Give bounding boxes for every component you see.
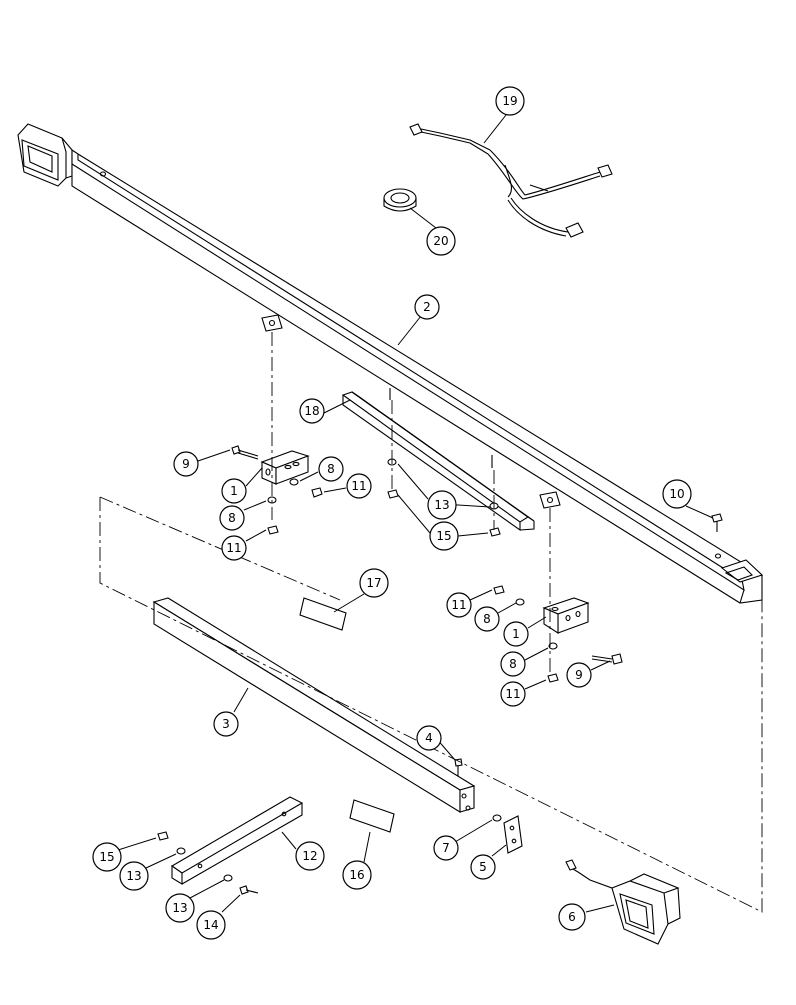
callout-label: 15	[99, 850, 114, 864]
callout-label: 7	[442, 841, 450, 855]
callout-label: 1	[512, 627, 520, 641]
callout-7: 7	[433, 835, 459, 861]
channel-part-18	[341, 388, 535, 532]
callout-label: 10	[669, 487, 684, 501]
callout-8-upper: 8	[318, 456, 344, 482]
callout-1-right: 1	[503, 621, 529, 647]
callout-16: 16	[342, 860, 372, 890]
callout-label: 8	[327, 462, 335, 476]
callout-label: 18	[304, 404, 319, 418]
callout-label: 13	[126, 869, 141, 883]
callout-label: 11	[505, 687, 520, 701]
callout-label: 8	[228, 511, 236, 525]
callout-18: 18	[299, 398, 325, 424]
lower-bar-part-3	[152, 597, 476, 813]
grommet-part-20	[383, 188, 417, 212]
callout-19: 19	[495, 86, 525, 116]
callout-label: 19	[502, 94, 517, 108]
callout-label: 14	[203, 918, 218, 932]
decal-part-17	[299, 597, 347, 631]
callout-label: 15	[436, 529, 451, 543]
callout-8-right-upper: 8	[474, 606, 500, 632]
callout-9-right: 9	[566, 662, 592, 688]
callout-20: 20	[426, 226, 456, 256]
callout-15-bottom: 15	[92, 842, 122, 872]
callout-13-center: 13	[427, 490, 457, 520]
callout-label: 9	[575, 668, 583, 682]
callout-12: 12	[295, 841, 325, 871]
bracket-part-1-right	[542, 597, 590, 635]
callout-13-bottom-upper: 13	[119, 861, 149, 891]
callout-6: 6	[558, 903, 586, 931]
callout-8-left: 8	[219, 505, 245, 531]
callout-label: 3	[222, 717, 230, 731]
callout-label: 11	[451, 598, 466, 612]
callout-17: 17	[359, 568, 389, 598]
callout-label: 11	[351, 479, 366, 493]
callout-label: 8	[483, 612, 491, 626]
callout-label: 11	[226, 541, 241, 555]
clip-part-5	[503, 815, 523, 854]
callout-15-center: 15	[429, 521, 459, 551]
callout-11-right-upper: 11	[446, 592, 472, 618]
callout-label: 20	[433, 234, 448, 248]
callout-group: 19 20 2 18 9 8 11 1 8 11 13 15 10 17 11 …	[92, 86, 692, 940]
callout-9-left: 9	[173, 451, 199, 477]
callout-4: 4	[416, 725, 442, 751]
callout-label: 17	[366, 576, 381, 590]
callout-8-right-lower: 8	[500, 651, 526, 677]
callout-label: 13	[434, 498, 449, 512]
decal-part-16	[349, 799, 395, 833]
callout-label: 1	[230, 484, 238, 498]
main-light-bar-part-2	[17, 123, 764, 604]
callout-label: 2	[423, 300, 431, 314]
callout-label: 13	[172, 901, 187, 915]
callout-11-right-lower: 11	[500, 681, 526, 707]
callout-3: 3	[213, 711, 239, 737]
callout-label: 12	[302, 849, 317, 863]
angle-part-12	[170, 796, 304, 885]
callout-10: 10	[662, 479, 692, 509]
callout-2: 2	[414, 294, 440, 320]
bracket-part-1-left	[260, 450, 310, 485]
callout-label: 16	[349, 868, 364, 882]
lamp-part-6	[565, 859, 681, 945]
callout-label: 6	[568, 910, 576, 924]
callout-5: 5	[470, 854, 496, 880]
callout-label: 4	[425, 731, 433, 745]
callout-label: 8	[509, 657, 517, 671]
callout-label: 9	[182, 457, 190, 471]
callout-label: 5	[479, 860, 487, 874]
callout-11-upper: 11	[346, 473, 372, 499]
wire-harness-part-19	[409, 123, 613, 238]
callout-11-left: 11	[221, 535, 247, 561]
callout-13-bottom-lower: 13	[165, 893, 195, 923]
callout-1-left: 1	[221, 478, 247, 504]
leader-lines	[117, 114, 714, 913]
callout-14: 14	[196, 910, 226, 940]
